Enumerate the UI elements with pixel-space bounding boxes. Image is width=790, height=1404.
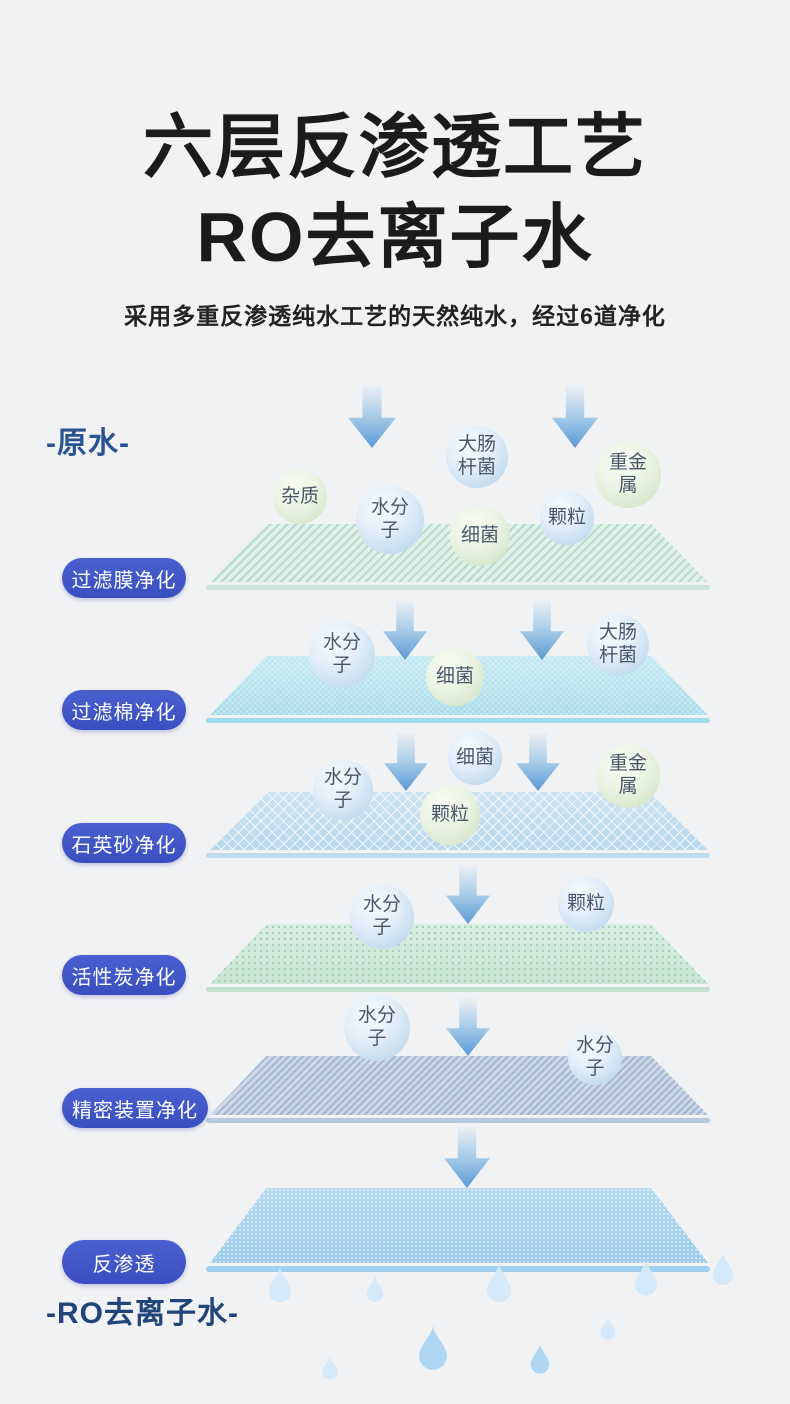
water-drop-icon: [712, 1248, 734, 1290]
water-drop-icon: [322, 1352, 338, 1384]
filter-layer-edge: [206, 585, 710, 590]
down-arrow-icon: [383, 600, 427, 660]
ro-water-label: -RO去离子水-: [46, 1297, 239, 1330]
down-arrow-icon: [446, 865, 490, 924]
filter-layer-reverse-osmosis: [210, 1188, 708, 1263]
bubble-water-molecule: 水分子: [309, 622, 375, 688]
stage-button-reverse-osmosis: 反渗透: [62, 1240, 186, 1284]
bubble-water-molecule: 水分子: [350, 885, 414, 949]
filter-layer-edge: [206, 1266, 710, 1272]
bubble-heavy-metal: 重金属: [596, 744, 660, 808]
bubble-e-coli: 大肠杆菌: [446, 426, 508, 488]
bubble-heavy-metal: 重金属: [595, 442, 661, 508]
source-water-label: -原水-: [46, 427, 130, 460]
water-drop-icon: [600, 1312, 616, 1344]
water-drop-icon: [366, 1272, 384, 1306]
water-drop-icon: [634, 1255, 658, 1301]
down-arrow-icon: [552, 385, 598, 448]
down-arrow-icon: [444, 1126, 490, 1188]
filter-layer-edge: [206, 853, 710, 858]
bubble-particle: 颗粒: [558, 876, 614, 932]
bubble-water-molecule: 水分子: [568, 1031, 622, 1085]
bubble-water-molecule: 水分子: [356, 486, 424, 554]
bubble-water-molecule: 水分子: [313, 760, 373, 820]
bubble-impurity: 杂质: [273, 470, 327, 524]
water-drop-icon: [486, 1258, 512, 1308]
bubble-water-molecule: 水分子: [344, 995, 410, 1061]
page-title-line2: RO去离子水: [196, 198, 594, 276]
bubble-e-coli: 大肠杆菌: [587, 614, 649, 676]
stage-button-quartz-sand: 石英砂净化: [62, 823, 186, 863]
down-arrow-icon: [384, 733, 428, 791]
stage-button-cotton: 过滤棉净化: [62, 690, 186, 730]
filter-layer-edge: [206, 1118, 710, 1123]
water-drop-icon: [530, 1338, 550, 1380]
bubble-particle: 颗粒: [540, 491, 594, 545]
down-arrow-icon: [516, 733, 560, 791]
water-drop-icon: [268, 1262, 292, 1308]
water-drop-icon: [418, 1318, 448, 1378]
down-arrow-icon: [348, 385, 396, 448]
filter-layer-edge: [206, 718, 710, 723]
bubble-particle: 颗粒: [420, 785, 480, 845]
filter-layer-edge: [206, 987, 710, 992]
down-arrow-icon: [446, 998, 490, 1056]
bubble-bacteria: 细菌: [450, 506, 510, 566]
page-title: 六层反渗透工艺: [143, 108, 647, 186]
filter-layer-precision-device: [210, 1056, 708, 1115]
down-arrow-icon: [520, 600, 564, 660]
bubble-bacteria: 细菌: [448, 731, 502, 785]
bubble-bacteria: 细菌: [426, 648, 484, 706]
page-subtitle: 采用多重反渗透纯水工艺的天然纯水，经过6道净化: [124, 303, 666, 329]
stage-button-membrane: 过滤膜净化: [62, 558, 186, 598]
filter-layer-activated-carbon: [210, 924, 708, 984]
stage-button-precision-device: 精密装置净化: [62, 1088, 208, 1128]
stage-button-activated-carbon: 活性炭净化: [62, 955, 186, 995]
